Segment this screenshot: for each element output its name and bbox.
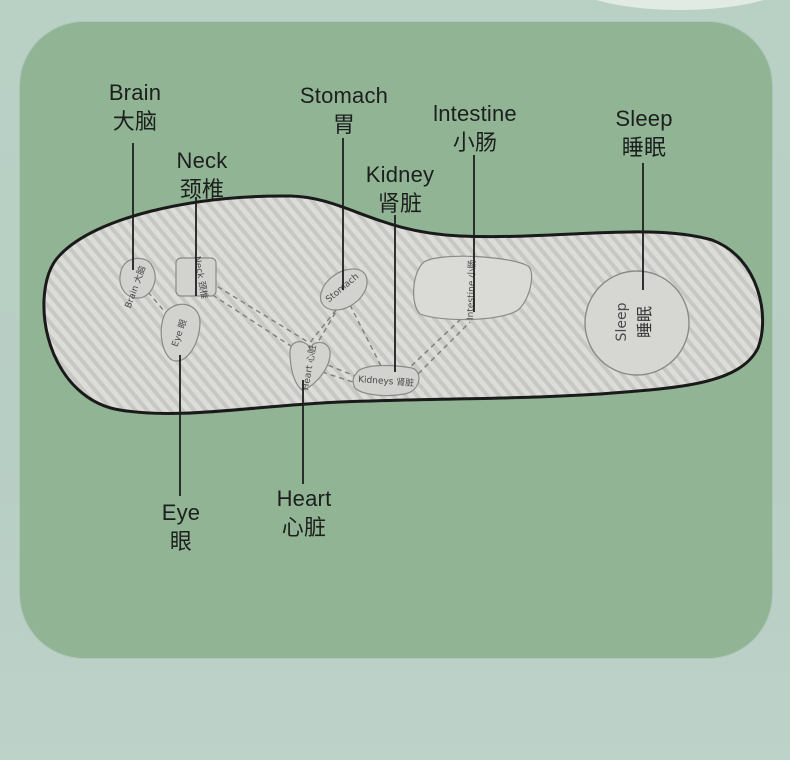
label-intestine-en: lntestine bbox=[433, 101, 517, 126]
label-heart-en: Heart bbox=[276, 486, 332, 511]
leader-lines bbox=[132, 138, 644, 496]
label-kidney-zh: 肾脏 bbox=[377, 191, 423, 216]
insole bbox=[42, 194, 765, 416]
pad-sleep-text-zh: 睡眠 bbox=[635, 306, 654, 338]
label-sleep: Sleep 睡眠 bbox=[598, 104, 690, 162]
label-kidney: Kidney 肾脏 bbox=[350, 160, 450, 218]
pad-intestine: Intestine 小肠 bbox=[413, 255, 533, 321]
label-stomach: Stomach 胃 bbox=[284, 81, 404, 139]
label-intestine-zh: 小肠 bbox=[452, 130, 498, 155]
pad-sleep: Sleep 睡眠 bbox=[584, 270, 690, 376]
label-neck-en: Neck bbox=[176, 148, 228, 173]
decorative-arc bbox=[560, 0, 790, 10]
label-kidney-en: Kidney bbox=[365, 162, 435, 187]
label-stomach-zh: 胃 bbox=[332, 112, 356, 137]
label-sleep-zh: 睡眠 bbox=[621, 135, 667, 160]
pad-intestine-text: Intestine 小肠 bbox=[465, 260, 478, 321]
pad-eye: Eye 眼 bbox=[160, 303, 201, 362]
label-neck: Neck 颈椎 bbox=[162, 146, 242, 204]
label-heart: Heart 心脏 bbox=[266, 484, 342, 542]
label-brain-en: Brain bbox=[108, 80, 162, 105]
pad-kidney-text: Kidneys 肾脏 bbox=[358, 373, 415, 389]
pad-kidney: Kidneys 肾脏 bbox=[352, 364, 420, 397]
pad-sleep-text-en: Sleep bbox=[614, 302, 630, 341]
label-intestine: lntestine 小肠 bbox=[415, 99, 535, 157]
label-neck-zh: 颈椎 bbox=[179, 177, 225, 202]
label-eye-zh: 眼 bbox=[169, 529, 193, 554]
label-eye-en: Eye bbox=[161, 500, 201, 525]
label-brain-zh: 大脑 bbox=[112, 109, 158, 134]
label-heart-zh: 心脏 bbox=[281, 515, 327, 540]
pad-heart: Heart 心脏 bbox=[289, 341, 331, 391]
label-sleep-en: Sleep bbox=[615, 106, 673, 131]
label-stomach-en: Stomach bbox=[299, 83, 389, 108]
label-brain: Brain 大脑 bbox=[95, 78, 175, 136]
label-eye: Eye 眼 bbox=[145, 498, 217, 556]
